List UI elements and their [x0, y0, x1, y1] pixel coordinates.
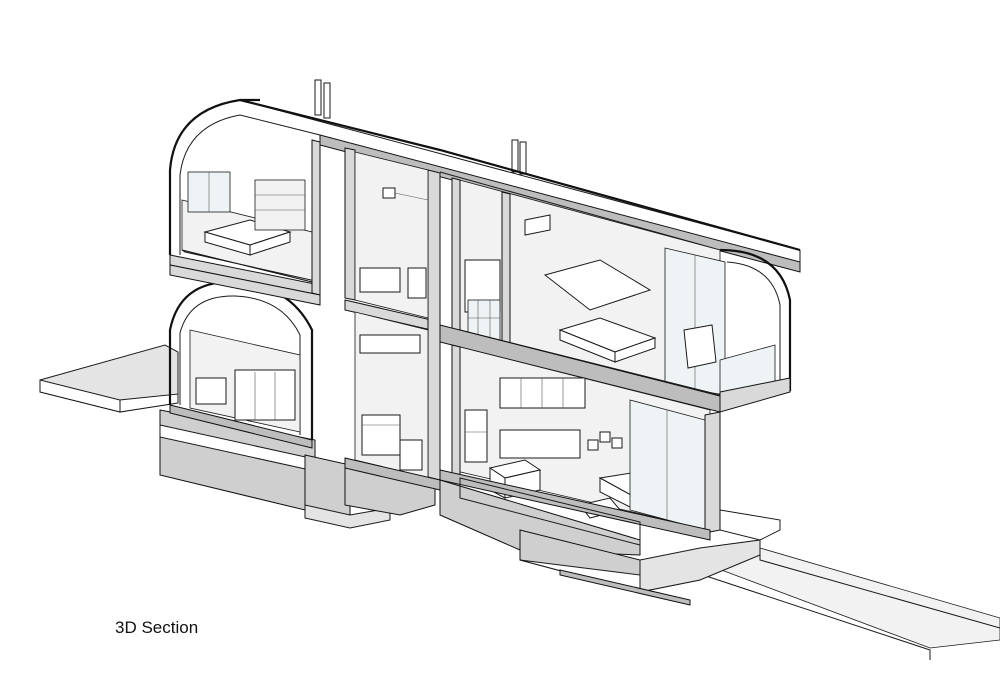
ac-unit — [524, 214, 551, 236]
outline — [239, 98, 801, 262]
left-terrace — [39, 344, 179, 413]
right-volume — [439, 171, 792, 546]
upper-core-bath — [359, 267, 401, 293]
foundations — [159, 409, 761, 606]
armchair — [683, 324, 717, 369]
right-walkway — [698, 509, 1000, 660]
central-core — [314, 79, 801, 491]
left-pavilion — [168, 98, 801, 449]
ground-glazing — [629, 399, 706, 531]
fridge — [464, 409, 488, 463]
stove — [361, 414, 401, 456]
drawing-caption: 3D Section — [115, 618, 199, 637]
lower-left-cabinet — [234, 369, 296, 421]
lower-left-bath — [195, 377, 227, 405]
upper-cabinets — [499, 377, 586, 409]
